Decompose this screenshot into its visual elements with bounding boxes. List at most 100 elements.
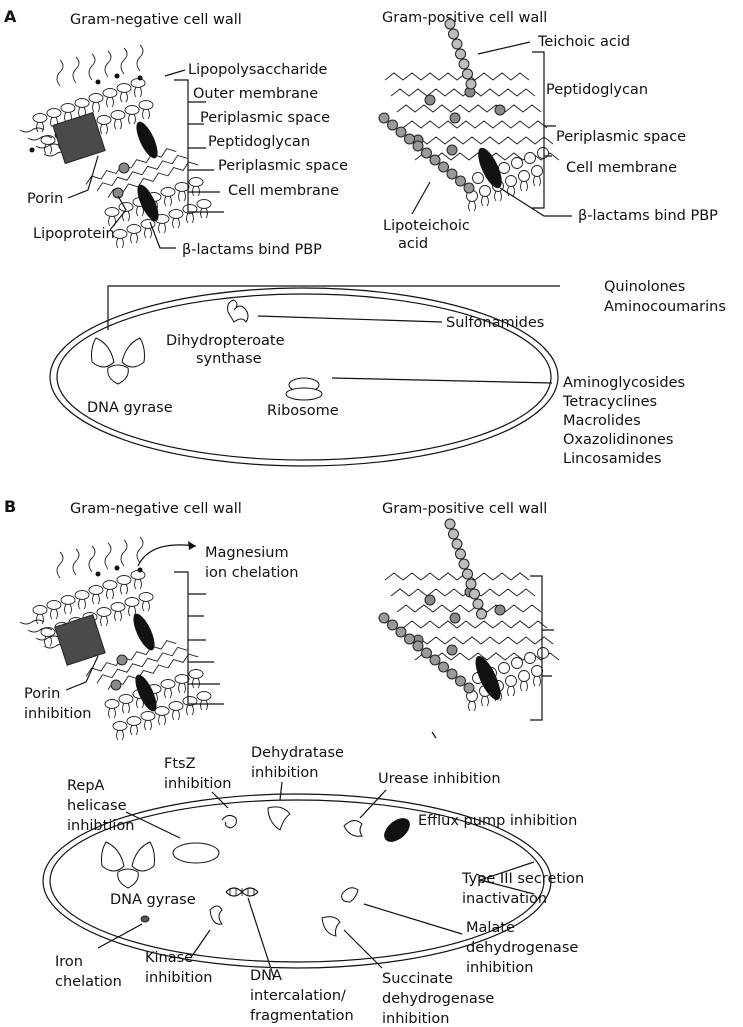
inner-membrane-lipid-tail [144, 719, 152, 731]
label-lincosamides: Lincosamides [563, 451, 661, 467]
lps-chain [72, 56, 80, 84]
label-porin-inhibition-1: Porin [24, 686, 60, 702]
outer-membrane-lipid-tail [92, 101, 100, 113]
panel-a-gram-positive-title: Gram-positive cell wall [382, 10, 547, 26]
outer-membrane-lipid-tail [92, 593, 100, 605]
lipoteichoic-bead [455, 175, 466, 187]
dehydratase-shape [267, 806, 291, 831]
teichoic-bead [476, 608, 487, 620]
label-cell-membrane-gp: Cell membrane [566, 160, 677, 176]
label-type3-2: inactivation [462, 891, 547, 907]
membrane-lipid-head [511, 157, 523, 169]
outer-membrane-lipid [138, 592, 154, 602]
stray-mark [431, 731, 437, 739]
label-quinolones: Quinolones [604, 279, 685, 295]
kinase-shape [209, 905, 223, 925]
peptidoglycan-strand [390, 88, 536, 97]
teichoic-bead [448, 28, 459, 40]
pbp-shape-gp [478, 147, 502, 189]
inner-membrane-lipid-tail [178, 682, 186, 694]
outer-membrane-lipid [110, 602, 126, 612]
malate-leader [363, 903, 463, 935]
gn-bracket-b [174, 571, 224, 705]
label-malate-1: Malate [466, 920, 515, 936]
lipoteichoic-leader [411, 181, 431, 215]
inner-membrane-lipid [126, 224, 142, 234]
inner-membrane-lipid [174, 674, 190, 684]
kinase-leader [191, 929, 211, 957]
label-malate-3: inhibition [466, 960, 533, 976]
dna-gyrase-shape-a [91, 337, 145, 385]
teichoic-bead [462, 568, 473, 580]
ribosome-leader [331, 377, 553, 384]
inner-membrane-lipid [196, 199, 212, 209]
inner-membrane-lipid-tail [172, 217, 180, 229]
pbp-shape-lower [137, 184, 159, 222]
lps-dot [114, 73, 120, 79]
teichoic-bead [448, 528, 459, 540]
cell-outline-inner [56, 293, 552, 461]
label-dna-int-2: intercalation/ [250, 988, 346, 1004]
outer-membrane-lipid [46, 600, 62, 610]
outer-membrane-lipid [74, 590, 90, 600]
label-periplasmic-space-2: Periplasmic space [218, 158, 348, 174]
inner-membrane-lipid [168, 701, 184, 711]
inner-membrane-lipid [168, 209, 184, 219]
porin-leader [67, 155, 99, 199]
inner-membrane-lipid [126, 716, 142, 726]
membrane-lipid-head [524, 652, 536, 664]
membrane-lipid-head [505, 675, 517, 687]
sulfonamide-leader [257, 315, 443, 323]
teichoic-acid-chain [444, 18, 477, 90]
pbp-shape-b-upper [133, 613, 155, 651]
outer-membrane-lipid [96, 607, 112, 617]
inner-membrane-lipid [188, 177, 204, 187]
peptidoglycan-strand [384, 572, 530, 581]
label-iron-1: Iron [55, 954, 83, 970]
membrane-lipid-tail [533, 175, 541, 187]
membrane-lipid-head [511, 657, 523, 669]
succinate-leader [343, 929, 383, 969]
label-magnesium-1: Magnesium [205, 545, 289, 561]
type3-secretion-shape [477, 861, 535, 895]
membrane-lipid-tail [520, 680, 528, 692]
peptidoglycan-mesh-b [384, 572, 560, 661]
label-succinate-2: dehydrogenase [382, 991, 494, 1007]
inner-membrane-lipid-tail [186, 704, 194, 716]
teichoic-bead [451, 538, 463, 550]
panel-b-gram-positive-title: Gram-positive cell wall [382, 501, 547, 517]
label-dihydropteroate-2: synthase [196, 351, 262, 367]
outer-membrane-lipid [32, 605, 48, 615]
membrane-lipid-head [479, 185, 491, 197]
label-lipoprotein: Lipoprotein [33, 226, 115, 242]
outer-membrane-lipid [110, 110, 126, 120]
lps-tail [35, 635, 61, 641]
peptidoglycan-strand [85, 148, 177, 185]
outer-membrane-lipid [138, 100, 154, 110]
teichoic-bead [444, 518, 456, 530]
label-tetracyclines: Tetracyclines [562, 394, 657, 410]
label-malate-2: dehydrogenase [466, 940, 578, 956]
lps-dot [137, 75, 143, 81]
label-kinase-1: Kinase [145, 950, 193, 966]
outer-membrane-lipid [88, 585, 104, 595]
outer-membrane-lipid-tail [128, 113, 136, 125]
outer-membrane-lipid-tail [36, 613, 44, 625]
label-ribosome: Ribosome [267, 403, 339, 419]
outer-membrane-lipid-tail [64, 603, 72, 615]
peptidoglycan-strand [408, 136, 554, 145]
lipoteichoic-bead [404, 133, 415, 145]
lipoteichoic-bead [404, 633, 415, 645]
membrane-lipid-tail [494, 190, 502, 202]
membrane-lipid-head [518, 170, 530, 182]
label-lipoteichoic-2: acid [398, 236, 428, 252]
lps-tail [27, 135, 53, 141]
lps-tail [27, 627, 53, 633]
inner-membrane-lipid [112, 721, 128, 731]
outer-membrane-lipid [102, 88, 118, 98]
membrane-lipid-tail [468, 200, 476, 212]
teichoic-bead [458, 58, 470, 70]
peptidoglycan-strand [384, 72, 530, 81]
magnesium-arrowhead [188, 541, 196, 550]
